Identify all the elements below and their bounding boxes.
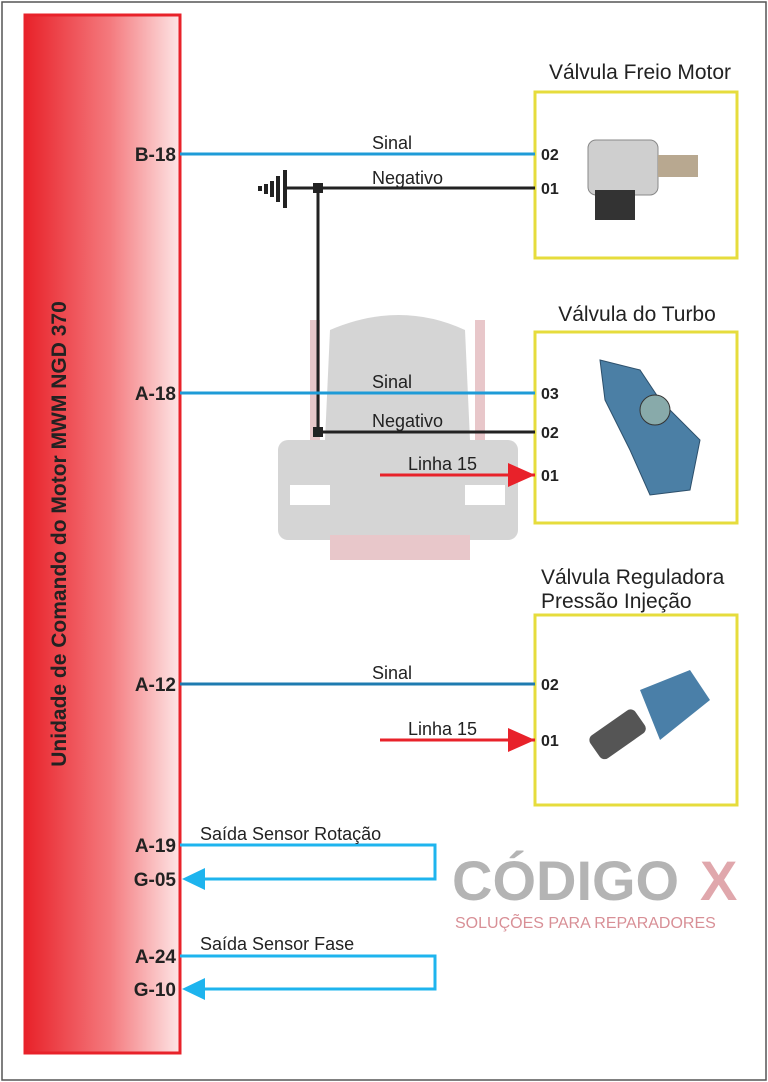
- pin-a24: A-24: [135, 947, 177, 968]
- freio-motor-valve-image: [587, 139, 698, 220]
- terminal: 01: [541, 181, 559, 198]
- reguladora-box: [533, 613, 739, 807]
- pin-a12: A-12: [135, 675, 176, 696]
- wire-fase-loop: [180, 954, 437, 991]
- label-fase: Saída Sensor Fase: [200, 934, 354, 954]
- terminal: 02: [541, 425, 559, 442]
- label-sinal: Sinal: [372, 133, 412, 153]
- pin-g10: G-10: [134, 980, 176, 1001]
- pin-g05: G-05: [134, 870, 177, 891]
- ecu-label: Unidade de Comando do Motor MWM NGD 370: [48, 301, 71, 767]
- arrow-icon: [182, 978, 205, 1000]
- freio-motor-box: [533, 90, 739, 260]
- label-linha15: Linha 15: [408, 454, 477, 474]
- label-sinal: Sinal: [372, 372, 412, 392]
- reguladora-title-1: Válvula Reguladora: [541, 566, 725, 589]
- freio-motor-title: Válvula Freio Motor: [549, 61, 731, 84]
- label-negativo: Negativo: [372, 411, 443, 431]
- ecu-block: [23, 13, 182, 1055]
- wire-rotacao-loop: [180, 843, 437, 881]
- watermark-tagline: SOLUÇÕES PARA REPARADORES: [455, 912, 716, 932]
- terminal: 01: [541, 468, 559, 485]
- pin-a19: A-19: [135, 836, 176, 857]
- turbo-box: [533, 330, 739, 525]
- pin-b18: B-18: [135, 145, 176, 166]
- terminal: 02: [541, 147, 559, 164]
- label-sinal: Sinal: [372, 663, 412, 683]
- terminal: 02: [541, 677, 559, 694]
- turbo-title: Válvula do Turbo: [558, 303, 716, 326]
- label-rotacao: Saída Sensor Rotação: [200, 824, 381, 844]
- terminal: 03: [541, 386, 559, 403]
- watermark-brand-x: X: [700, 849, 737, 912]
- terminal: 01: [541, 733, 559, 750]
- label-linha15: Linha 15: [408, 719, 477, 739]
- arrow-icon: [508, 463, 535, 487]
- pin-a18: A-18: [135, 384, 176, 405]
- truck-watermark: [278, 315, 518, 560]
- watermark-brand: CÓDIGO: [452, 849, 679, 912]
- reguladora-title-2: Pressão Injeção: [541, 590, 692, 613]
- reguladora-valve-image: [589, 670, 710, 760]
- ground-icon: [258, 170, 287, 208]
- junction-dot: [313, 183, 323, 193]
- arrow-icon: [182, 868, 205, 890]
- arrow-icon: [508, 728, 535, 752]
- turbo-valve-image: [599, 359, 701, 496]
- label-negativo: Negativo: [372, 168, 443, 188]
